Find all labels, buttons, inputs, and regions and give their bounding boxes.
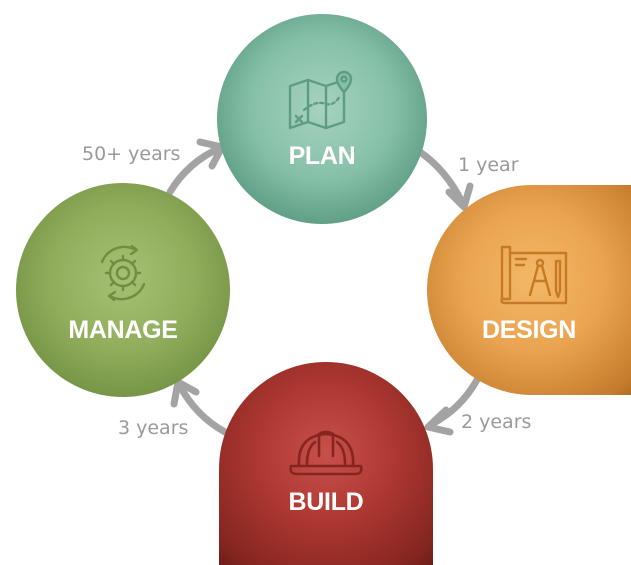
duration-build-to-manage: 3 years	[118, 417, 189, 439]
duration-design-to-build: 2 years	[461, 411, 532, 433]
build-stage-node: BUILD	[219, 362, 433, 565]
gear-cycle-icon	[100, 244, 146, 302]
design-stage-node: DESIGN	[427, 185, 631, 395]
blueprint-compass-icon	[500, 245, 568, 305]
arrow-manage-to-plan	[166, 144, 224, 196]
build-label: BUILD	[288, 488, 364, 516]
hard-hat-icon	[289, 430, 363, 476]
manage-stage-node: MANAGE	[16, 183, 230, 397]
duration-plan-to-design: 1 year	[458, 154, 519, 176]
plan-stage-node: PLAN	[217, 14, 427, 224]
arrow-build-to-manage	[176, 382, 229, 436]
duration-manage-to-plan: 50+ years	[82, 143, 181, 165]
manage-label: MANAGE	[68, 316, 178, 344]
map-pin-icon	[288, 70, 353, 130]
design-label: DESIGN	[481, 316, 577, 344]
arrow-plan-to-design	[416, 148, 466, 206]
plan-label: PLAN	[288, 142, 356, 170]
